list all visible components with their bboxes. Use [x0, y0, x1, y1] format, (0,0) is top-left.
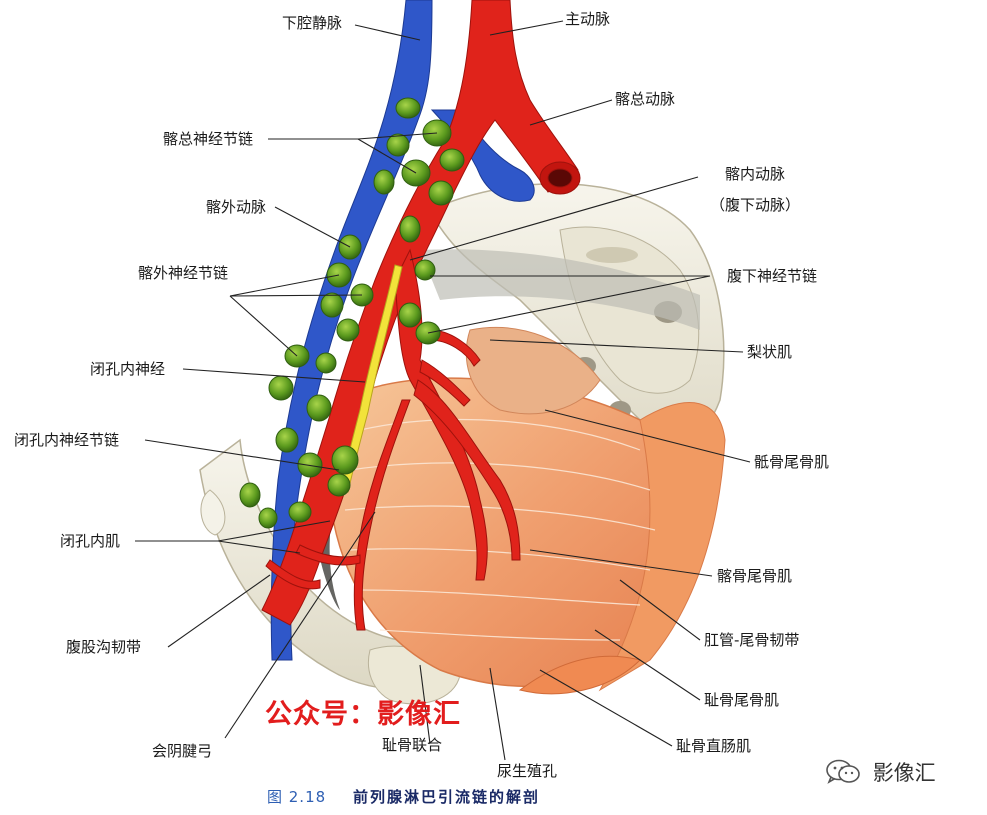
label-sacrococcygeus: 骶骨尾骨肌: [754, 453, 830, 471]
label-pubococcygeus: 耻骨尾骨肌: [704, 691, 780, 709]
watermark-text: 公众号：影像汇: [265, 699, 461, 730]
pelvic-wall: [420, 249, 700, 330]
label-tendinous-arch: 会阴腱弓: [152, 742, 213, 760]
label-aorta: 主动脉: [565, 10, 611, 28]
figure-title: 前列腺淋巴引流链的解剖: [352, 788, 540, 806]
label-iliococcygeus: 髂骨尾骨肌: [717, 567, 793, 585]
pelvic-floor-muscles: [313, 326, 726, 695]
label-piriformis: 梨状肌: [747, 343, 793, 361]
brand-name: 影像汇: [872, 761, 936, 785]
figure-number: 图 2.18: [267, 788, 327, 806]
brand-mark: 影像汇: [826, 757, 936, 790]
figure-caption: 图 2.18 前列腺淋巴引流链的解剖: [267, 786, 540, 807]
label-ivc: 下腔静脉: [282, 14, 343, 32]
label-inguinal-ligament: 腹股沟韧带: [66, 638, 142, 656]
label-urogenital-hiatus: 尿生殖孔: [497, 762, 558, 780]
wechat-icon: [826, 759, 860, 790]
label-internal-iliac-artery: 髂内动脉: [725, 165, 786, 183]
label-pubic-symphysis: 耻骨联合: [382, 736, 443, 754]
label-obturator-internus: 闭孔内肌: [60, 532, 121, 550]
label-obturator-nerve: 闭孔内神经: [90, 360, 166, 378]
label-obturator-chain: 闭孔内神经节链: [14, 431, 120, 449]
label-hypogastric-artery: （腹下动脉）: [710, 196, 801, 214]
leader-lines: [135, 20, 751, 761]
label-external-iliac-chain: 髂外神经节链: [138, 264, 229, 282]
label-anococcygeal-ligament: 肛管-尾骨韧带: [704, 631, 800, 649]
label-external-iliac-artery: 髂外动脉: [206, 198, 267, 216]
label-common-iliac-chain: 髂总神经节链: [163, 130, 254, 148]
label-puborectalis: 耻骨直肠肌: [676, 737, 752, 755]
label-hypogastric-chain: 腹下神经节链: [727, 267, 818, 285]
label-common-iliac-artery: 髂总动脉: [615, 90, 676, 108]
